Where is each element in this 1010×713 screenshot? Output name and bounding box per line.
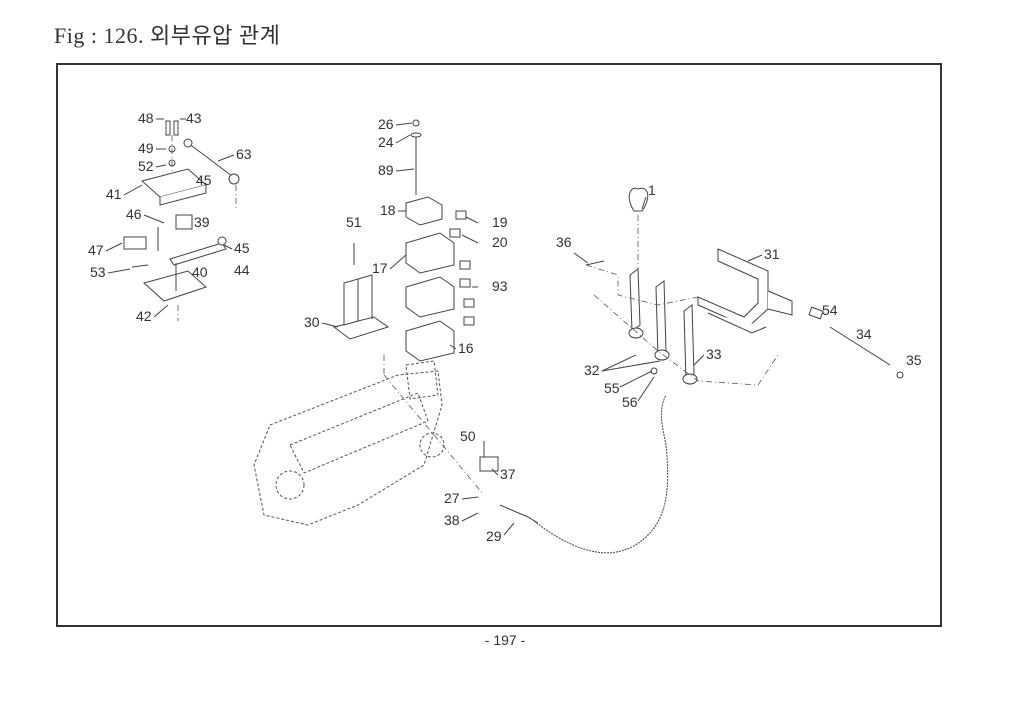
exploded-parts-diagram: 48 43 49 52 63 45 41 46 39 47 45 40 44 5… [88,110,922,554]
part-label-53: 53 [90,264,106,280]
part-label-51: 51 [346,214,362,230]
bracket-assembly-drawing [123,120,240,321]
part-label-89: 89 [378,162,394,178]
part-label-50: 50 [460,428,476,444]
part-label-49: 49 [138,140,154,156]
part-label-26: 26 [378,116,394,132]
transmission-housing-drawing [253,360,485,526]
part-label-63: 63 [236,146,252,162]
hose-and-lever-drawing [479,187,904,554]
part-label-43: 43 [186,110,202,126]
part-label-27: 27 [444,490,460,506]
part-label-39: 39 [194,214,210,230]
part-label-29: 29 [486,528,502,544]
figure-title: Fig : 126. 외부유압 관계 [54,23,281,48]
part-label-44: 44 [234,262,250,278]
part-label-47: 47 [88,242,104,258]
part-label-31: 31 [764,246,780,262]
leader-lines [105,118,763,536]
part-label-18: 18 [380,202,396,218]
part-label-54: 54 [822,302,838,318]
part-label-55: 55 [604,380,620,396]
part-labels: 48 43 49 52 63 45 41 46 39 47 45 40 44 5… [88,110,922,544]
part-label-20: 20 [492,234,508,250]
part-label-17: 17 [372,260,388,276]
diagram-frame: 48 43 49 52 63 45 41 46 39 47 45 40 44 5… [56,63,942,627]
part-label-32: 32 [584,362,600,378]
part-label-35: 35 [906,352,922,368]
part-label-48: 48 [138,110,154,126]
part-label-46: 46 [126,206,142,222]
part-label-33: 33 [706,346,722,362]
control-valve-drawing [332,119,475,375]
part-label-37: 37 [500,466,516,482]
part-label-45b: 45 [234,240,250,256]
part-label-56: 56 [622,394,638,410]
part-label-38: 38 [444,512,460,528]
part-label-16: 16 [458,340,474,356]
part-label-24: 24 [378,134,394,150]
part-label-93: 93 [492,278,508,294]
part-label-40: 40 [192,264,208,280]
part-label-45a: 45 [196,172,212,188]
part-label-41: 41 [106,186,122,202]
part-label-34: 34 [856,326,872,342]
part-label-36: 36 [556,234,572,250]
part-label-42: 42 [136,308,152,324]
part-label-52: 52 [138,158,154,174]
page-number: - 197 - [484,632,526,648]
part-label-19: 19 [492,214,508,230]
part-label-30: 30 [304,314,320,330]
part-label-1: 1 [648,182,656,198]
